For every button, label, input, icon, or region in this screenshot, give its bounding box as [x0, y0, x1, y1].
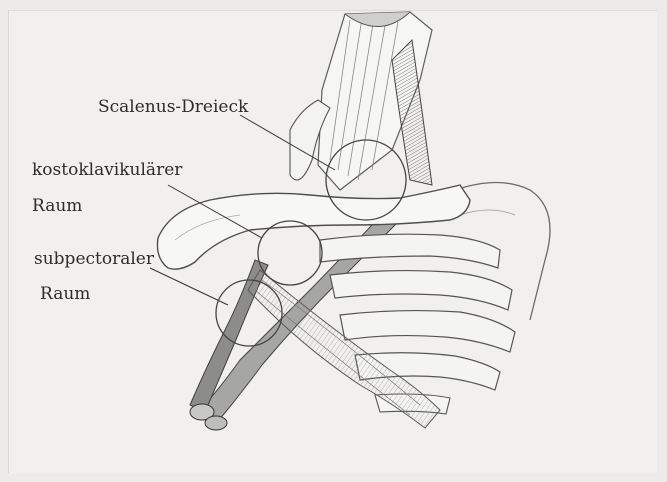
leader-line-subpectoral — [150, 268, 228, 305]
label-costoclavicular-line1: kostoklavikulärer — [32, 160, 182, 180]
label-subpectoral-line2: Raum — [40, 284, 90, 304]
circle-costoclavicular-space — [258, 221, 322, 285]
label-costoclavicular-line2: Raum — [32, 196, 82, 216]
label-scalenus-triangle: Scalenus-Dreieck — [98, 97, 248, 117]
label-subpectoral-line1: subpectoraler — [34, 249, 154, 269]
